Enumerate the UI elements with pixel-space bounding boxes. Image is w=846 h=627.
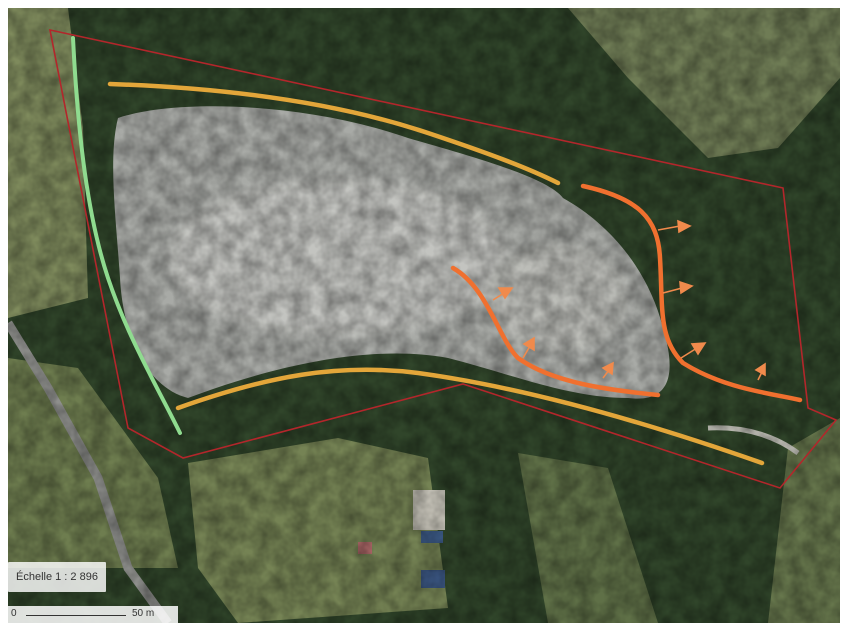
scale-bar: 0 50 m [8, 606, 178, 623]
orange-front-west [450, 265, 661, 398]
green-limit-line [71, 36, 182, 435]
scale-ratio-label: Échelle 1 : 2 896 [8, 562, 106, 592]
direction-arrows [492, 219, 766, 381]
vegetation-texture [8, 8, 840, 623]
scale-bar-end: 50 m [132, 608, 155, 619]
yellow-limit-north [107, 81, 561, 186]
scale-bar-line [26, 615, 126, 616]
map-canvas [8, 8, 840, 623]
orange-front-east [580, 183, 803, 403]
site-perimeter [48, 28, 838, 489]
scale-bar-start: 0 [11, 608, 17, 619]
yellow-limit-south [175, 367, 765, 466]
aerial-map[interactable]: Échelle 1 : 2 896 0 50 m [8, 8, 840, 623]
